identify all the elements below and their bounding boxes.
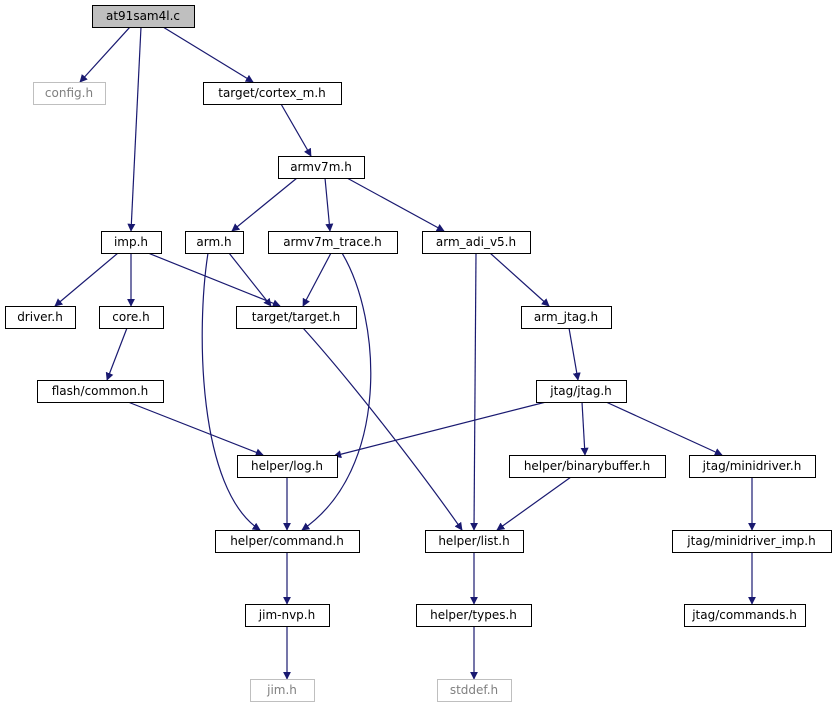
node-flash-common-h[interactable]: flash/common.h (37, 380, 164, 403)
edge-armv7m_h-to-arm_adi_v5_h (346, 177, 445, 232)
node-label: arm_jtag.h (534, 310, 598, 324)
node-label: jtag/jtag.h (549, 384, 611, 398)
node-jim-nvp-h[interactable]: jim-nvp.h (245, 604, 330, 627)
node-label: arm_adi_v5.h (436, 235, 516, 249)
edge-arm_h-to-helper_command_h (201, 252, 261, 531)
edge-imp_h-to-driver_h (54, 252, 119, 307)
node-target-cortex-m-h[interactable]: target/cortex_m.h (203, 82, 342, 105)
node-imp-h[interactable]: imp.h (101, 231, 162, 254)
edge-at91sam4l_c-to-target_cortex_m_h (162, 26, 254, 83)
node-jtag-minidriver-h[interactable]: jtag/minidriver.h (689, 455, 816, 478)
node-label: target/cortex_m.h (218, 86, 326, 100)
node-label: flash/common.h (52, 384, 149, 398)
node-label: helper/types.h (430, 608, 517, 622)
node-label: jtag/minidriver_imp.h (686, 534, 815, 548)
node-label: armv7m.h (290, 160, 352, 174)
node-label: arm.h (196, 235, 231, 249)
node-stddef-h: stddef.h (437, 679, 512, 702)
node-label: jtag/commands.h (691, 608, 797, 622)
node-arm-h[interactable]: arm.h (185, 231, 244, 254)
node-helper-types-h[interactable]: helper/types.h (416, 604, 532, 627)
node-label: armv7m_trace.h (283, 235, 382, 249)
edge-armv7m_h-to-arm_h (231, 177, 298, 232)
node-label: jim.h (266, 683, 297, 697)
edge-imp_h-to-target_target_h (147, 252, 281, 308)
node-label: config.h (45, 86, 93, 100)
node-label: imp.h (114, 235, 148, 249)
edge-armv7m_h-to-armv7m_trace_h (324, 177, 334, 232)
edge-flash_common_h-to-helper_log_h (127, 401, 264, 457)
node-target-target-h[interactable]: target/target.h (236, 306, 357, 329)
node-armv7m-h[interactable]: armv7m.h (278, 156, 365, 179)
node-config-h: config.h (33, 82, 106, 105)
node-jtag-jtag-h[interactable]: jtag/jtag.h (536, 380, 627, 403)
node-jim-h: jim.h (250, 679, 315, 702)
edge-jtag_jtag_h-to-helper_log_h (333, 401, 547, 459)
node-label: helper/log.h (251, 459, 323, 473)
node-jtag-minidriver-imp-h[interactable]: jtag/minidriver_imp.h (672, 530, 832, 553)
node-at91sam4l-c[interactable]: at91sam4l.c (92, 5, 195, 28)
node-arm-jtag-h[interactable]: arm_jtag.h (521, 306, 612, 329)
node-label: core.h (112, 310, 149, 324)
edge-jtag_jtag_h-to-jtag_minidriver_h (605, 401, 723, 456)
node-helper-binarybuffer-h[interactable]: helper/binarybuffer.h (509, 455, 666, 478)
edge-target_cortex_m_h-to-armv7m_h (280, 103, 312, 157)
node-label: driver.h (17, 310, 63, 324)
dependency-nodes: at91sam4l.c config.h target/cortex_m.harmv… (5, 5, 832, 702)
node-armv7m-trace-h[interactable]: armv7m_trace.h (268, 231, 398, 254)
node-helper-list-h[interactable]: helper/list.h (425, 530, 524, 553)
edge-core_h-to-flash_common_h (105, 327, 128, 381)
node-driver-h[interactable]: driver.h (5, 306, 76, 329)
edge-arm_adi_v5_h-to-helper_list_h (470, 252, 479, 531)
node-label: target/target.h (252, 310, 340, 324)
edge-armv7m_trace_h-to-helper_command_h (301, 252, 372, 531)
node-arm-adi-v5-h[interactable]: arm_adi_v5.h (422, 231, 531, 254)
node-label: jim-nvp.h (258, 608, 315, 622)
node-label: helper/list.h (438, 534, 509, 548)
edge-arm_h-to-target_target_h (228, 252, 272, 307)
edge-helper_binarybuffer_h-to-helper_list_h (496, 476, 572, 531)
edge-at91sam4l_c-to-imp_h (127, 26, 142, 232)
dependency-edges (54, 26, 756, 680)
node-core-h[interactable]: core.h (99, 306, 164, 329)
node-helper-command-h[interactable]: helper/command.h (215, 530, 360, 553)
node-jtag-commands-h[interactable]: jtag/commands.h (684, 604, 806, 627)
edge-arm_jtag_h-to-jtag_jtag_h (568, 327, 581, 381)
edge-at91sam4l_c-to-config_h (79, 26, 131, 83)
node-label: jtag/minidriver.h (702, 459, 802, 473)
node-label: at91sam4l.c (106, 9, 180, 23)
edge-arm_adi_v5_h-to-arm_jtag_h (489, 252, 550, 307)
edge-armv7m_trace_h-to-target_target_h (302, 252, 332, 307)
edge-target_target_h-to-helper_list_h (302, 327, 463, 531)
node-helper-log-h[interactable]: helper/log.h (237, 455, 338, 478)
node-label: helper/command.h (230, 534, 344, 548)
edge-jtag_jtag_h-to-helper_binarybuffer_h (580, 401, 589, 456)
node-label: stddef.h (450, 683, 498, 697)
node-label: helper/binarybuffer.h (524, 459, 650, 473)
